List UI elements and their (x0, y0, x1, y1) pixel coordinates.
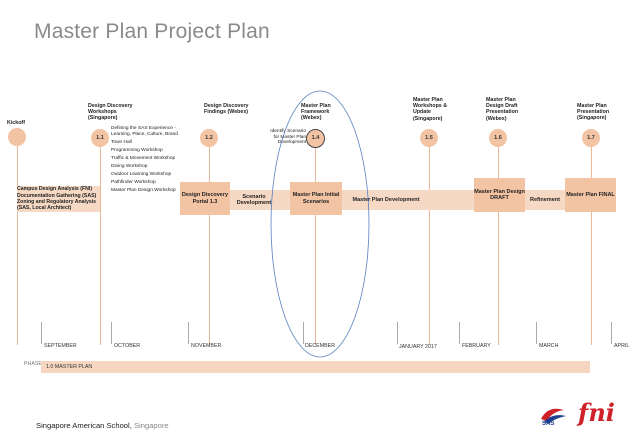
milestone-circle-1-6: 1.6 (489, 129, 507, 147)
task-campus-study: Campus Design Analysis (FNI) Documentati… (17, 186, 97, 212)
task-refinement: Refinement (530, 196, 560, 203)
timeline-line-1-1 (100, 140, 101, 345)
milestone-circle-1-5: 1.5 (420, 129, 438, 147)
workshop-item: Dining Workshop (111, 163, 148, 169)
milestone-circle-1-7: 1.7 (582, 129, 600, 147)
task-initial-scenarios: Master Plan Initial Scenarios (290, 182, 342, 215)
fni-logo: fni (578, 398, 615, 427)
month-tick (397, 322, 398, 344)
workshop-item: Outdoor Learning Workshop (111, 172, 172, 178)
timeline-line-1-7 (591, 140, 592, 345)
task-master-plan-development: Master Plan Development (352, 196, 420, 203)
workshop-item: Defining the SAS Experience - Learning, … (111, 126, 178, 137)
sas-emblem-icon (541, 408, 566, 424)
footer-text: Singapore American School, Singapore (36, 421, 169, 430)
milestone-heading-1-1: Design Discovery Workshops (Singapore) (88, 103, 133, 122)
month-label: NOVEMBER (191, 343, 222, 349)
month-tick (188, 322, 189, 344)
month-label: FEBRUARY (462, 343, 491, 349)
month-tick (111, 322, 112, 344)
workshop-item: Programming Workshop (111, 147, 163, 153)
footer-school: Singapore American School, (36, 421, 132, 430)
band-refinement (525, 190, 565, 210)
month-label: APRIL (614, 343, 630, 349)
highlight-oval (270, 90, 370, 358)
sas-logo: SAS (538, 403, 568, 437)
month-tick (303, 322, 304, 344)
month-tick (41, 322, 42, 344)
phase-label: PHASE (24, 361, 42, 367)
month-label: OCTOBER (114, 343, 141, 349)
milestone-heading-1-7: Master Plan Presentation (Singapore) (577, 103, 610, 122)
month-tick (611, 322, 612, 344)
milestone-circle-kickoff (8, 128, 26, 146)
month-label: MARCH (539, 343, 559, 349)
milestone-heading-1-6: Master Plan Design Draft Presentation (W… (486, 97, 519, 122)
task-design-discovery-portal: Design Discovery Portal 1.3 (180, 182, 230, 215)
timeline-line-1-2 (209, 140, 210, 345)
task-final: Master Plan FINAL (565, 178, 616, 212)
workshop-item: Town Hall (111, 139, 132, 145)
phase-name: 1.0 MASTER PLAN (46, 364, 93, 370)
timeline-line-1-4 (315, 140, 316, 345)
milestone-circle-1-2: 1.2 (200, 129, 218, 147)
milestone-heading-1-2: Design Discovery Findings (Webex) (204, 103, 249, 116)
milestone-heading-kickoff: Kickoff (7, 120, 25, 126)
milestone-heading-1-5: Master Plan Workshops & Update (Singapor… (413, 97, 448, 122)
page-title: Master Plan Project Plan (34, 20, 270, 43)
phase-bar (41, 361, 590, 373)
milestone-circle-1-4: 1.4 (306, 129, 325, 148)
month-tick (536, 322, 537, 344)
timeline-line-1-5 (429, 140, 430, 345)
identify-scenario-note: Identify Scenario for Master Plan Develo… (270, 129, 306, 146)
workshop-item: Pathfinder Workshop (111, 180, 156, 186)
timeline-line-1-6 (498, 140, 499, 345)
milestone-heading-1-4: Master Plan Framework (Webex) (301, 103, 331, 122)
workshop-item: Master Plan Design Workshop (111, 188, 176, 194)
milestone-circle-1-1: 1.1 (91, 129, 109, 147)
task-scenario-development: Scenario Development (236, 193, 272, 206)
month-label: SEPTEMBER (44, 343, 77, 349)
band-campus-study (17, 186, 100, 212)
month-tick (459, 322, 460, 344)
task-design-draft: Master Plan Design DRAFT (474, 178, 525, 212)
timeline-line-kickoff (17, 140, 18, 345)
month-label: DECEMBER (305, 343, 336, 349)
sas-logo-text: SAS (542, 421, 555, 427)
month-label: JANUARY 2017 (399, 344, 437, 350)
workshop-item: Traffic & Movement Workshop (111, 155, 176, 161)
workshop-list: Defining the SAS Experience - Learning, … (111, 126, 181, 194)
footer-location: Singapore (133, 421, 169, 430)
